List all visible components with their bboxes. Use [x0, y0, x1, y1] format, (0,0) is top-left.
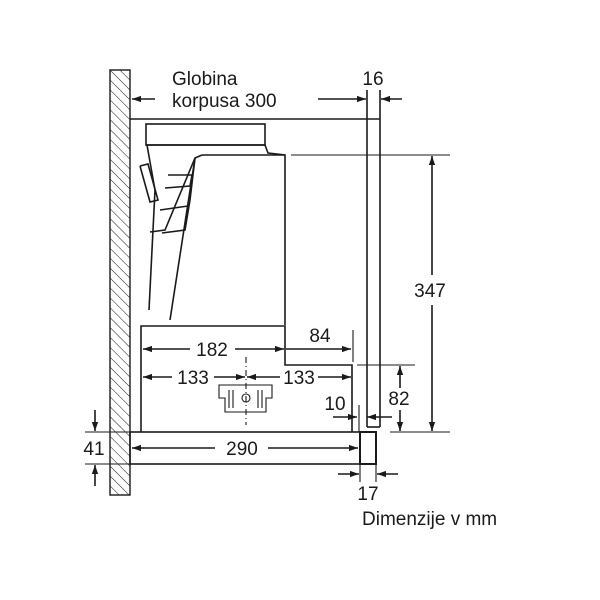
dim-41: 41 — [83, 439, 104, 460]
depth-label-line1: Globina — [172, 69, 238, 90]
wall-hatched — [109, 69, 131, 496]
hood-body — [139, 123, 286, 325]
units-note: Dimenzije v mm — [362, 509, 497, 530]
hood-lower-body — [129, 325, 377, 465]
dim-17: 17 — [357, 484, 378, 505]
dim-133-right: 133 — [283, 368, 315, 389]
dim-182: 182 — [196, 340, 228, 361]
dim-133-left: 133 — [177, 368, 209, 389]
dim-84: 84 — [309, 326, 331, 347]
grease-filter-icon — [218, 357, 273, 425]
dim-347: 347 — [414, 281, 446, 302]
dim-16: 16 — [362, 69, 383, 90]
dim-82: 82 — [388, 389, 409, 410]
dimension-lines — [85, 95, 450, 486]
dim-10: 10 — [324, 394, 345, 415]
depth-label-line2: korpusa 300 — [172, 91, 277, 112]
cabinet-outline — [130, 90, 381, 428]
dim-290: 290 — [226, 439, 258, 460]
